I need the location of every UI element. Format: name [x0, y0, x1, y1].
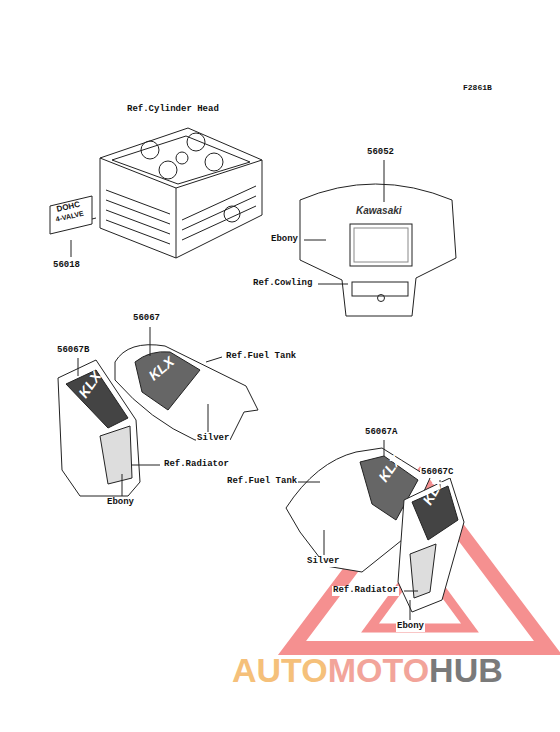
- leader-line: [78, 358, 79, 376]
- reference-label: Ref.Fuel Tank: [226, 477, 298, 487]
- reference-label: Ref.Radiator: [163, 460, 230, 470]
- cylinder-head: [80, 128, 262, 258]
- leader-line: [71, 240, 72, 257]
- color-label: Ebony: [270, 235, 299, 245]
- cowling-outline: [300, 184, 456, 316]
- cam-bore: [205, 153, 223, 171]
- color-label: Ebony: [106, 498, 135, 508]
- cam-bore: [187, 133, 205, 151]
- reference-label: Ref.Radiator: [332, 586, 399, 596]
- callout-number: 56052: [366, 148, 395, 158]
- tank-graphic: [135, 352, 200, 410]
- leader-line: [132, 465, 160, 466]
- plug-hole: [176, 152, 188, 164]
- left-radiator-shroud: [58, 358, 160, 496]
- cam-bore: [159, 161, 177, 179]
- leader-line: [324, 530, 325, 555]
- figure-code: F2861B: [462, 84, 493, 93]
- headlight-window: [350, 224, 412, 266]
- leader-line: [150, 327, 151, 356]
- reference-label: Ref.Cowling: [252, 279, 313, 289]
- color-label: Silver: [306, 557, 340, 567]
- leader-line: [122, 474, 123, 496]
- port: [224, 206, 240, 222]
- bolt: [378, 295, 385, 302]
- watermark: HUB: [429, 652, 503, 689]
- leader-line: [208, 404, 209, 432]
- leader-line: [304, 240, 326, 241]
- shroud-graphic: [66, 370, 128, 428]
- head-edges: [100, 158, 262, 258]
- callout-number: 56067C: [420, 468, 454, 478]
- leader-line: [296, 482, 320, 483]
- lower-panel: [352, 282, 408, 296]
- reference-label: Ref.Cylinder Head: [126, 105, 220, 115]
- cam-bore: [141, 141, 159, 159]
- watermark: AUTO: [232, 652, 328, 689]
- leader-line: [318, 284, 348, 285]
- callout-number: 56067: [132, 314, 161, 324]
- color-label: Ebony: [396, 622, 425, 632]
- leader-line: [404, 591, 418, 592]
- color-label: Silver: [196, 434, 230, 444]
- callout-number: 56018: [52, 261, 81, 271]
- cam-cover-rim: [112, 136, 250, 184]
- logo-text: Kawasaki: [356, 205, 402, 216]
- leader-line: [206, 357, 222, 362]
- leader-line: [384, 440, 385, 456]
- shroud-cutout: [100, 426, 132, 484]
- reference-label: Ref.Fuel Tank: [225, 352, 297, 362]
- watermark: MOTO: [328, 652, 429, 689]
- headlight-inner: [354, 228, 408, 262]
- head-outline: [100, 128, 262, 258]
- callout-number: 56067B: [56, 346, 90, 356]
- dohc-decal: [50, 196, 92, 257]
- cooling-fins: [106, 186, 256, 244]
- callout-number: 56067A: [364, 428, 398, 438]
- leader-line: [384, 160, 385, 202]
- shroud-outline: [58, 360, 140, 496]
- leader-line: [410, 600, 411, 620]
- cowling: [300, 160, 456, 316]
- decal-plate: [50, 196, 92, 234]
- shroud-cutout: [410, 544, 436, 598]
